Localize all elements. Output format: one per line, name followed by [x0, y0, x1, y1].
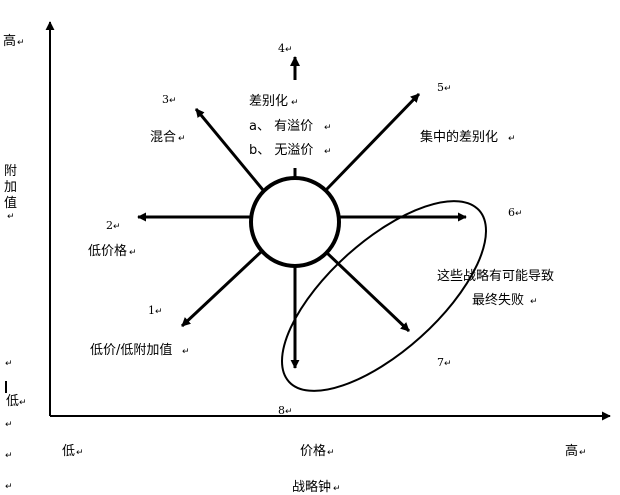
diagram-caption: 战略钟	[292, 479, 331, 495]
route-4-sub-a: a、 有溢价	[249, 119, 313, 134]
route-2-label: 低价格	[88, 243, 127, 259]
route-4-label: 差别化	[249, 94, 288, 109]
route-4-label-mark: ↵	[291, 98, 299, 108]
failure-note-line-2: 最终失败	[472, 292, 524, 308]
x-axis-low-label: 低	[62, 444, 75, 459]
y-axis-mark-b: ↵	[5, 420, 13, 430]
route-5-number-mark: ↵	[444, 84, 452, 94]
y-axis-mark-c: ↵	[5, 451, 13, 461]
y-axis-title-char-2: 加	[4, 180, 17, 195]
y-axis-mark-d: ↵	[5, 482, 13, 492]
route-3-label: 混合	[150, 130, 176, 145]
route-2-number-mark: ↵	[113, 222, 121, 232]
route-7-number: 7	[437, 356, 444, 369]
route-5-number: 5	[437, 81, 444, 94]
y-axis-low-mark: ↵	[19, 398, 27, 408]
spoke-route-1	[180, 249, 264, 328]
y-axis-high-mark: ↵	[17, 38, 25, 48]
route-7-number-mark: ↵	[444, 359, 452, 369]
x-axis-mid-label: 价格	[300, 443, 326, 459]
route-8-number: 8	[278, 404, 285, 417]
diagram-caption-mark: ↵	[333, 484, 341, 494]
spoke-route-3	[194, 108, 265, 191]
route-4-sub-a-mark: ↵	[324, 123, 332, 133]
route-2-number: 2	[106, 219, 113, 232]
x-axis-high-label: 高	[565, 443, 578, 459]
route-3-label-mark: ↵	[178, 134, 186, 144]
route-3-number-mark: ↵	[169, 96, 177, 106]
route-5-label: 集中的差别化	[420, 129, 498, 145]
route-4-number: 4	[278, 42, 285, 55]
spoke-route-7	[324, 250, 411, 333]
route-1-number-mark: ↵	[155, 307, 163, 317]
failure-note-line-1: 这些战略有可能导致	[437, 268, 554, 284]
spoke-route-5	[324, 92, 421, 192]
route-1-number: 1	[148, 304, 155, 317]
route-2-label-mark: ↵	[129, 248, 137, 258]
y-axis-low-label: 低	[6, 394, 19, 409]
y-axis-mark-a: ↵	[5, 359, 13, 369]
y-axis-title-char-3: 值	[4, 195, 17, 211]
y-axis-title-char-1: 附	[4, 164, 17, 179]
route-4-sub-b-mark: ↵	[324, 147, 332, 157]
route-6-number: 6	[508, 206, 515, 219]
y-axis-high-label: 高	[3, 33, 16, 49]
route-8-number-mark: ↵	[285, 407, 293, 417]
failure-note-mark: ↵	[530, 297, 538, 307]
x-axis-high-mark: ↵	[579, 448, 587, 458]
route-3-number: 3	[162, 93, 169, 106]
failure-ellipse	[281, 200, 487, 392]
y-axis-title-mark: ↵	[7, 212, 15, 222]
x-axis-mid-mark: ↵	[327, 448, 335, 458]
route-4-number-mark: ↵	[285, 45, 293, 55]
route-1-label-mark: ↵	[182, 347, 190, 357]
x-axis-low-mark: ↵	[76, 448, 84, 458]
route-1-label: 低价/低附加值	[90, 342, 172, 358]
route-4-sub-b: b、 无溢价	[249, 143, 313, 158]
route-5-label-mark: ↵	[508, 134, 516, 144]
route-6-number-mark: ↵	[515, 209, 523, 219]
